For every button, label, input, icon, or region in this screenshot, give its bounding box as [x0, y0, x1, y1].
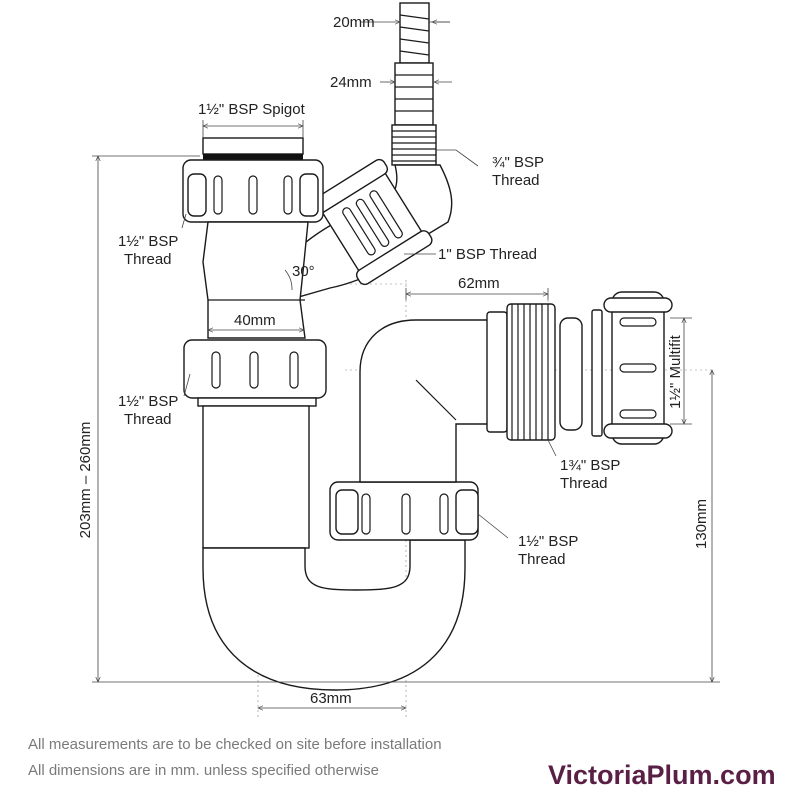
right-nut	[329, 481, 479, 541]
top-body	[182, 137, 324, 339]
left-thread-label-1: 1½" BSP	[118, 233, 178, 250]
multifit-label: 1½" Multifit	[667, 334, 684, 409]
lower-right-label-1: 1½" BSP	[518, 533, 578, 550]
brand-logo: VictoriaPlum.com	[548, 760, 776, 790]
note-line-1: All measurements are to be checked on si…	[28, 736, 442, 753]
leader-lines	[181, 149, 557, 539]
u-bend	[202, 539, 466, 691]
bsp134-label-2: Thread	[560, 475, 608, 492]
angled-branch	[287, 158, 453, 301]
angle-label: 30°	[292, 263, 315, 280]
bsp134-label-1: 1¾" BSP	[560, 457, 620, 474]
lower-right-label-2: Thread	[518, 551, 566, 568]
height-total-label: 203mm – 260mm	[77, 422, 94, 539]
note-line-2: All dimensions are in mm. unless specifi…	[28, 762, 379, 779]
bsp34-label-1: ¾" BSP	[492, 154, 544, 171]
height130-label: 130mm	[693, 499, 710, 549]
one-inch-label: 1" BSP Thread	[438, 246, 537, 263]
spigot-label: 1½" BSP Spigot	[198, 101, 306, 118]
outlet-elbow	[359, 319, 491, 483]
multifit-outlet	[486, 291, 673, 445]
lower-left-label-2: Thread	[124, 411, 172, 428]
main-body	[183, 339, 327, 549]
bsp34-label-2: Thread	[492, 172, 540, 189]
width63-label: 63mm	[310, 690, 352, 707]
left-thread-label-2: Thread	[124, 251, 172, 268]
width40-label: 40mm	[234, 312, 276, 329]
hose-mid-label: 24mm	[330, 74, 372, 91]
hose-tip-label: 20mm	[333, 14, 375, 31]
hose-tail	[391, 2, 437, 166]
lower-left-label-1: 1½" BSP	[118, 393, 178, 410]
dimension-lines	[92, 22, 720, 708]
width62-label: 62mm	[458, 275, 500, 292]
